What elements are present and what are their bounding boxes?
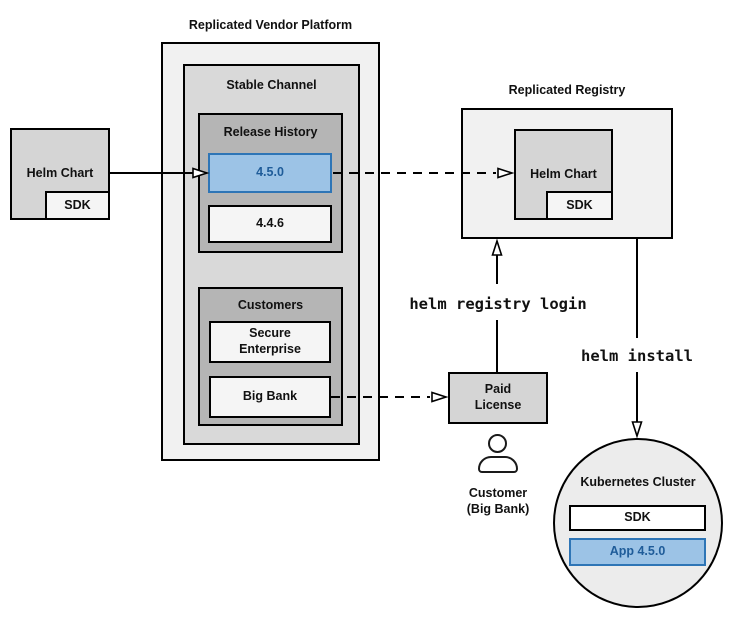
customer-secure-enterprise-label: Secure Enterprise (239, 326, 301, 356)
registry-sdk-label: SDK (566, 197, 593, 212)
customer-secure-enterprise-box: Secure Enterprise (209, 321, 331, 363)
stable-channel-label: Stable Channel (226, 78, 317, 92)
customers-label: Customers (237, 298, 304, 312)
vendor-platform-title: Replicated Vendor Platform (188, 18, 353, 32)
person-icon (488, 434, 507, 453)
release-4-5-0-label: 4.5.0 (256, 165, 284, 180)
source-sdk-label: SDK (64, 197, 91, 212)
release-4-5-0-box: 4.5.0 (208, 153, 332, 193)
person-body-icon (478, 456, 518, 473)
customer-big-bank-box: Big Bank (209, 376, 331, 418)
cluster-sdk-label: SDK (624, 510, 651, 525)
paid-license-label: Paid License (474, 382, 522, 412)
registry-helm-chart-label: Helm Chart (530, 167, 597, 181)
release-4-4-6-label: 4.4.6 (256, 216, 284, 231)
helm-registry-login-label: helm registry login (409, 295, 587, 313)
registry-sdk-box: SDK (546, 191, 613, 220)
release-history-label: Release History (223, 125, 318, 139)
arrow-registry-to-cluster (631, 239, 643, 439)
source-sdk-box: SDK (45, 191, 110, 220)
customer-actor-label: Customer (Big Bank) (466, 486, 530, 516)
helm-install-label: helm install (581, 347, 693, 365)
cluster-app-label: App 4.5.0 (609, 544, 666, 559)
release-4-4-6-box: 4.4.6 (208, 205, 332, 243)
source-helm-chart-label: Helm Chart (26, 166, 94, 180)
cluster-sdk-box: SDK (569, 505, 706, 531)
paid-license-box: Paid License (448, 372, 548, 424)
kubernetes-cluster-label: Kubernetes Cluster (580, 475, 696, 489)
cluster-app-box: App 4.5.0 (569, 538, 706, 566)
customer-big-bank-label: Big Bank (242, 389, 298, 404)
registry-title: Replicated Registry (508, 83, 626, 97)
